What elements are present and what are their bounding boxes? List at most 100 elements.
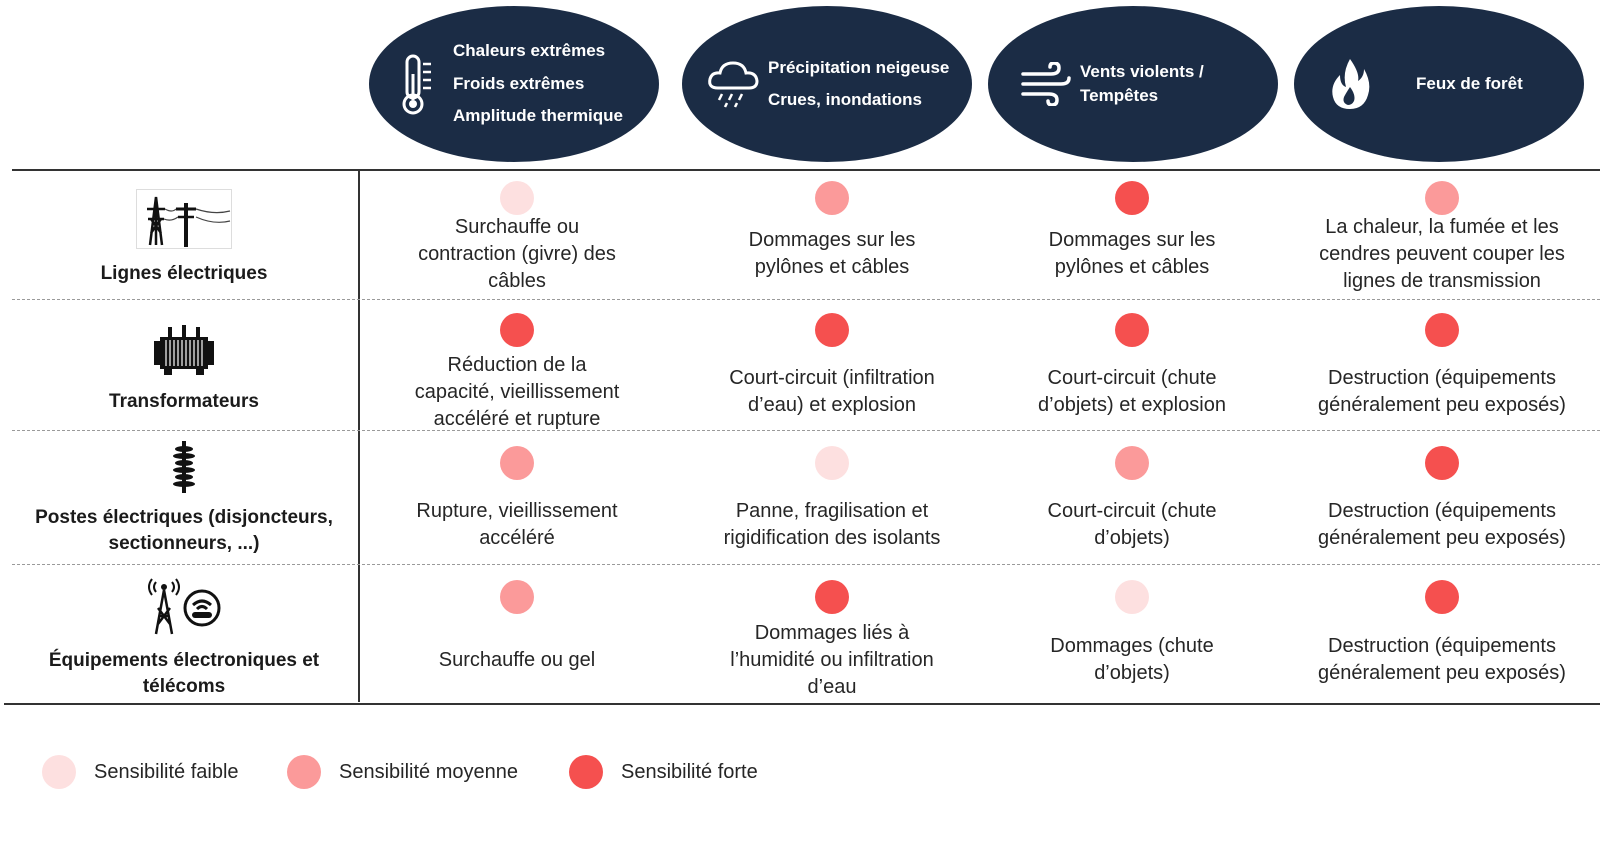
cell-text-line: Dommages sur les [748, 229, 916, 251]
cell-text-line: d’objets) [1094, 662, 1170, 684]
transformer-icon [152, 323, 216, 385]
matrix-cell: La chaleur, la fumée et les cendres peuve… [1292, 181, 1592, 292]
legend-dot [287, 755, 321, 789]
legend-dot [42, 755, 76, 789]
cell-text-line: cendres peuvent couper les [1319, 242, 1565, 265]
sensitivity-dot-forte [1115, 181, 1149, 215]
sensitivity-dot-moyenne [500, 446, 534, 480]
legend-label: Sensibilité moyenne [339, 760, 518, 783]
sensitivity-dot-forte [815, 313, 849, 347]
row-header-electronics-telecom: Équipements électroniques et télécoms [12, 578, 356, 700]
row-label: Équipements électroniques et [48, 649, 320, 671]
cell-text: Surchauffe ou gel [367, 615, 667, 705]
cell-text-line: accéléré [479, 527, 555, 549]
row-header-substations: Postes électriques (disjoncteurs, sectio… [12, 440, 356, 558]
cell-text-line: Réduction de la [447, 353, 587, 376]
cell-text-line: généralement peu exposés) [1318, 527, 1566, 549]
row-header-transformers: Transformateurs [12, 312, 356, 426]
cell-text-line: d’objets) [1094, 527, 1170, 549]
table-bottom-rule [4, 703, 1600, 705]
hazard-wind-storm: Vents violents / Tempêtes [988, 6, 1278, 162]
sensitivity-dot-moyenne [1425, 181, 1459, 215]
cell-text-line: Surchauffe ou [454, 215, 580, 238]
cell-text-line: généralement peu exposés) [1318, 394, 1566, 416]
sensitivity-dot-moyenne [500, 580, 534, 614]
hazard-label: Amplitude thermique [453, 106, 624, 126]
hazard-label: Froids extrêmes [453, 73, 585, 93]
row-divider [12, 564, 1600, 565]
sensitivity-dot-faible [815, 446, 849, 480]
matrix-cell: Destruction (équipements généralement peu… [1292, 580, 1592, 684]
row-label: Postes électriques (disjoncteurs, [35, 506, 333, 528]
sensitivity-dot-forte [1425, 313, 1459, 347]
cell-text-line: l’humidité ou infiltration [730, 648, 934, 671]
cell-text-line: La chaleur, la fumée et les [1325, 215, 1559, 238]
matrix-cell: Réduction de la capacité, vieillissement a… [367, 313, 667, 430]
power-line-icon [136, 188, 232, 257]
row-header-power-lines: Lignes électriques [12, 180, 356, 296]
cell-text-line: câbles [488, 269, 546, 292]
sensitivity-dot-forte [1425, 580, 1459, 614]
sensitivity-dot-forte [500, 313, 534, 347]
hazard-heat-cold: Chaleurs extrêmes Froids extrêmes Amplit… [369, 6, 659, 162]
legend-dot [569, 755, 603, 789]
cell-text-line: lignes de transmission [1343, 269, 1541, 292]
cell-text-line: d’objets) et explosion [1038, 394, 1226, 416]
cell-text-line: capacité, vieillissement [414, 380, 620, 403]
hazard-forest-fire: Feux de forêt [1294, 6, 1584, 162]
sensitivity-dot-moyenne [1115, 446, 1149, 480]
hazard-label: Vents violents / [1080, 61, 1204, 81]
row-label: télécoms [142, 676, 226, 698]
cell-text-line: Destruction (équipements [1328, 635, 1556, 657]
wind-icon [1010, 62, 1080, 106]
legend-item-medium: Sensibilité moyenne [287, 755, 518, 789]
hazard-label: Crues, inondations [768, 90, 922, 109]
hazard-lines: Feux de forêt [1416, 74, 1523, 94]
row-divider [12, 430, 1600, 431]
insulator-icon [169, 440, 199, 501]
sensitivity-dot-moyenne [815, 181, 849, 215]
sensitivity-dot-faible [500, 181, 534, 215]
cell-text-line: accéléré et rupture [433, 407, 601, 430]
cell-text-line: généralement peu exposés) [1318, 662, 1566, 684]
legend-item-high: Sensibilité forte [569, 755, 758, 789]
matrix-cell: Surchauffe ou gel [367, 580, 667, 671]
sensitivity-dot-forte [1115, 313, 1149, 347]
fire-icon [1320, 57, 1380, 111]
cell-text-line: Panne, fragilisation et [735, 500, 929, 522]
cell-text: La chaleur, la fumée et les cendres peuve… [1292, 209, 1592, 299]
hazard-lines: Précipitation neigeuse Crues, inondation… [768, 58, 949, 111]
cell-text-line: Surchauffe ou gel [438, 648, 596, 671]
row-label: sectionneurs, ...) [108, 533, 260, 555]
cell-text-line: Court-circuit (infiltration [729, 367, 935, 389]
legend-label: Sensibilité forte [621, 760, 758, 783]
sensitivity-dot-forte [1425, 446, 1459, 480]
